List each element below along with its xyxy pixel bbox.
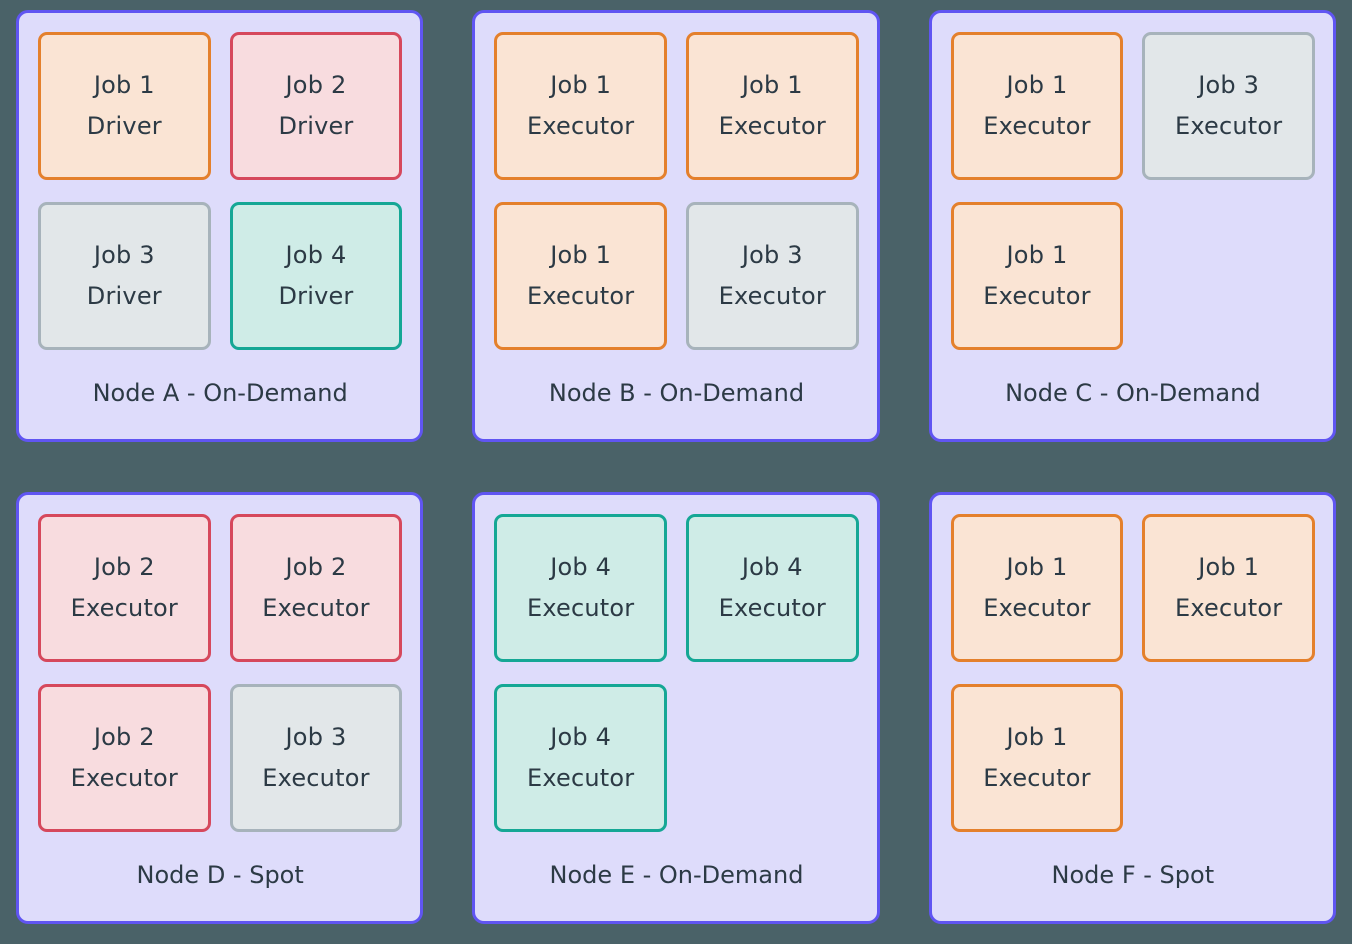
job-name-label: Job 2 xyxy=(285,71,347,99)
job-role-label: Executor xyxy=(983,282,1091,310)
job-role-label: Executor xyxy=(983,112,1091,140)
job-role-label: Driver xyxy=(278,112,354,140)
job-name-label: Job 4 xyxy=(550,723,612,751)
job-role-label: Driver xyxy=(86,282,162,310)
job-role-label: Executor xyxy=(1174,112,1283,140)
job-name-label: Job 1 xyxy=(550,241,612,269)
job-box[interactable]: Job 1 Executor xyxy=(685,32,859,180)
job-name-label: Job 1 xyxy=(93,71,155,99)
job-name-label: Job 4 xyxy=(550,553,612,581)
node-label: Node A - On-Demand xyxy=(92,379,348,407)
node-label: Node C - On-Demand xyxy=(1005,379,1261,407)
job-role-label: Executor xyxy=(1174,594,1283,622)
job-name-label: Job 1 xyxy=(1006,71,1068,99)
job-box[interactable]: Job 3 Executor xyxy=(1142,32,1315,180)
job-name-label: Job 3 xyxy=(741,241,803,269)
job-role-label: Executor xyxy=(262,594,370,622)
job-role-label: Driver xyxy=(86,112,162,140)
job-role-label: Executor xyxy=(718,282,826,310)
empty-slot xyxy=(1142,684,1315,832)
job-box[interactable]: Job 2 Driver xyxy=(229,32,403,180)
empty-slot xyxy=(686,684,859,832)
job-role-label: Executor xyxy=(526,112,635,140)
job-name-label: Job 1 xyxy=(741,71,803,99)
job-box[interactable]: Job 2 Executor xyxy=(38,684,211,832)
job-box[interactable]: Job 1 Executor xyxy=(950,514,1124,662)
job-role-label: Executor xyxy=(983,764,1091,792)
job-name-label: Job 3 xyxy=(1198,71,1260,99)
job-name-label: Job 4 xyxy=(285,241,347,269)
job-box[interactable]: Job 1 Executor xyxy=(950,32,1124,180)
node-label: Node F - Spot xyxy=(1051,861,1215,889)
job-box[interactable]: Job 1 Executor xyxy=(950,684,1124,832)
job-role-label: Driver xyxy=(278,282,354,310)
empty-slot xyxy=(1142,202,1315,350)
job-role-label: Executor xyxy=(718,112,826,140)
job-role-label: Executor xyxy=(718,594,826,622)
job-box[interactable]: Job 4 Executor xyxy=(685,514,859,662)
job-box[interactable]: Job 2 Executor xyxy=(38,514,211,662)
job-name-label: Job 1 xyxy=(1006,723,1068,751)
job-name-label: Job 1 xyxy=(1006,553,1068,581)
job-name-label: Job 1 xyxy=(1006,241,1068,269)
job-name-label: Job 1 xyxy=(1198,553,1260,581)
job-role-label: Executor xyxy=(526,594,635,622)
job-role-label: Executor xyxy=(262,764,370,792)
job-box[interactable]: Job 1 Executor xyxy=(1142,514,1315,662)
node-label: Node D - Spot xyxy=(136,861,304,889)
job-role-label: Executor xyxy=(983,594,1091,622)
job-box[interactable]: Job 4 Executor xyxy=(494,514,667,662)
job-box[interactable]: Job 1 Executor xyxy=(494,32,667,180)
job-name-label: Job 1 xyxy=(550,71,612,99)
job-role-label: Executor xyxy=(526,764,635,792)
job-box[interactable]: Job 4 Driver xyxy=(229,202,403,350)
job-box[interactable]: Job 1 Executor xyxy=(494,202,667,350)
job-name-label: Job 2 xyxy=(93,723,155,751)
job-box[interactable]: Job 1 Executor xyxy=(950,202,1124,350)
job-role-label: Executor xyxy=(70,594,179,622)
job-role-label: Executor xyxy=(70,764,179,792)
job-name-label: Job 3 xyxy=(93,241,155,269)
job-box[interactable]: Job 4 Executor xyxy=(494,684,667,832)
node-label: Node B - On-Demand xyxy=(548,379,805,407)
node-label: Node E - On-Demand xyxy=(549,861,804,889)
job-box[interactable]: Job 3 Executor xyxy=(229,684,403,832)
job-name-label: Job 2 xyxy=(93,553,155,581)
job-box[interactable]: Job 2 Executor xyxy=(229,514,403,662)
job-box[interactable]: Job 3 Driver xyxy=(38,202,211,350)
job-name-label: Job 3 xyxy=(285,723,347,751)
job-box[interactable]: Job 3 Executor xyxy=(685,202,859,350)
job-name-label: Job 2 xyxy=(285,553,347,581)
job-box[interactable]: Job 1 Driver xyxy=(38,32,211,180)
job-name-label: Job 4 xyxy=(741,553,803,581)
job-role-label: Executor xyxy=(526,282,635,310)
